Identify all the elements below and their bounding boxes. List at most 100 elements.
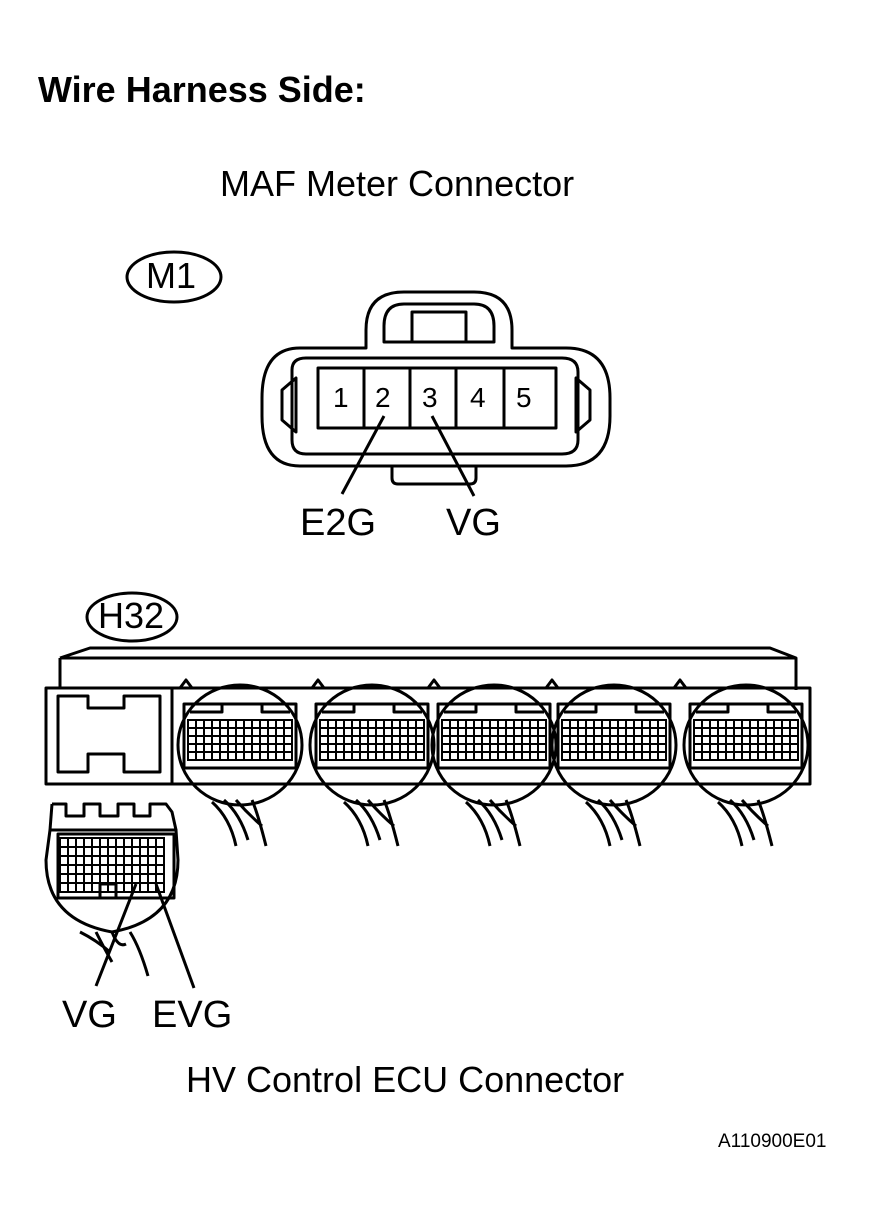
pin-cavity bbox=[187, 743, 197, 753]
pin-cavity bbox=[375, 735, 385, 745]
pin-cavity bbox=[537, 743, 547, 753]
pin-cavity bbox=[513, 719, 523, 729]
pin-cavity bbox=[537, 751, 547, 761]
pin-cavity bbox=[391, 727, 401, 737]
pin-cavity bbox=[717, 727, 727, 737]
pin-cavity bbox=[465, 751, 475, 761]
pin-cavity bbox=[319, 719, 329, 729]
pin-cavity bbox=[701, 727, 711, 737]
pin-cavity bbox=[773, 719, 783, 729]
pin-cavity bbox=[203, 743, 213, 753]
pin-cavity bbox=[609, 751, 619, 761]
pin-cavity bbox=[465, 735, 475, 745]
maf-terminal-vg: VG bbox=[446, 502, 501, 544]
pin-cavity bbox=[513, 727, 523, 737]
pin-cavity bbox=[473, 727, 483, 737]
pin-cavity bbox=[625, 743, 635, 753]
pin-cavity bbox=[789, 719, 799, 729]
pin-cavity bbox=[741, 727, 751, 737]
pin-cavity bbox=[243, 751, 253, 761]
pin-cavity bbox=[123, 873, 133, 884]
pin-cavity bbox=[383, 743, 393, 753]
pin-cavity bbox=[275, 735, 285, 745]
pin-cavity bbox=[625, 719, 635, 729]
pin-cavity bbox=[131, 837, 141, 848]
pin-cavity bbox=[657, 719, 667, 729]
pin-cavity bbox=[407, 735, 417, 745]
pin-cavity bbox=[521, 735, 531, 745]
pin-cavity bbox=[457, 719, 467, 729]
pin-cavity bbox=[351, 751, 361, 761]
pin-cavity bbox=[537, 719, 547, 729]
pin-cavity bbox=[59, 873, 69, 884]
figure-code: A110900E01 bbox=[718, 1131, 827, 1152]
pin-cavity bbox=[219, 719, 229, 729]
pin-cavity bbox=[267, 743, 277, 753]
pin-cavity bbox=[415, 751, 425, 761]
pin-cavity bbox=[569, 751, 579, 761]
pin-cavity bbox=[465, 743, 475, 753]
pin-cavity bbox=[259, 751, 269, 761]
pin-cavity bbox=[131, 846, 141, 857]
pin-cavity bbox=[83, 855, 93, 866]
pin-cavity bbox=[327, 743, 337, 753]
pin-cavity bbox=[757, 735, 767, 745]
m1-callout-oval bbox=[125, 250, 223, 304]
pin-cavity bbox=[529, 735, 539, 745]
pin-cavity bbox=[749, 735, 759, 745]
pin-cavity bbox=[123, 846, 133, 857]
pin-cavity bbox=[99, 837, 109, 848]
ecu-terminal-evg: EVG bbox=[152, 994, 233, 1036]
pin-cavity bbox=[75, 882, 85, 893]
pin-cavity bbox=[497, 727, 507, 737]
pin-cavity bbox=[155, 873, 165, 884]
ecu-subconnector-4 bbox=[550, 683, 678, 847]
pin-cavity bbox=[415, 735, 425, 745]
pin-cavity bbox=[75, 864, 85, 875]
pin-cavity bbox=[367, 735, 377, 745]
pin-cavity bbox=[123, 864, 133, 875]
pin-cavity bbox=[139, 873, 149, 884]
pin-cavity bbox=[367, 751, 377, 761]
pin-cavity bbox=[227, 751, 237, 761]
pin-cavity bbox=[617, 751, 627, 761]
pin-cavity bbox=[701, 751, 711, 761]
pin-cavity bbox=[115, 855, 125, 866]
pin-cavity bbox=[407, 751, 417, 761]
pin-cavity bbox=[219, 751, 229, 761]
pin-cavity bbox=[155, 864, 165, 875]
section-heading: Wire Harness Side: bbox=[38, 69, 366, 110]
pin-cavity bbox=[99, 846, 109, 857]
ecu-terminal-vg: VG bbox=[62, 994, 117, 1036]
pin-cavity bbox=[115, 846, 125, 857]
pin-cavity bbox=[335, 719, 345, 729]
pin-cavity bbox=[657, 743, 667, 753]
pin-cavity bbox=[243, 743, 253, 753]
pin-cavity bbox=[457, 751, 467, 761]
pin-cavity bbox=[633, 727, 643, 737]
pin-cavity bbox=[569, 743, 579, 753]
pin-cavity bbox=[59, 837, 69, 848]
pin-cavity bbox=[757, 743, 767, 753]
ecu-connector-title: HV Control ECU Connector bbox=[186, 1059, 625, 1100]
pin-cavity bbox=[457, 735, 467, 745]
pin-cavity bbox=[441, 719, 451, 729]
pin-cavity bbox=[609, 735, 619, 745]
pin-cavity bbox=[489, 719, 499, 729]
pin-cavity bbox=[773, 735, 783, 745]
pin-cavity bbox=[327, 727, 337, 737]
pin-cavity bbox=[211, 751, 221, 761]
pin-cavity bbox=[449, 743, 459, 753]
pin-cavity bbox=[375, 719, 385, 729]
pin-cavity bbox=[561, 735, 571, 745]
pin-cavity bbox=[505, 743, 515, 753]
pin-cavity bbox=[407, 719, 417, 729]
pin-cavity bbox=[383, 751, 393, 761]
maf-pin-2: 2 bbox=[375, 382, 391, 413]
pin-cavity bbox=[709, 727, 719, 737]
pin-cavity bbox=[407, 743, 417, 753]
pin-cavity bbox=[633, 743, 643, 753]
pin-cavity bbox=[537, 727, 547, 737]
pin-cavity bbox=[489, 735, 499, 745]
